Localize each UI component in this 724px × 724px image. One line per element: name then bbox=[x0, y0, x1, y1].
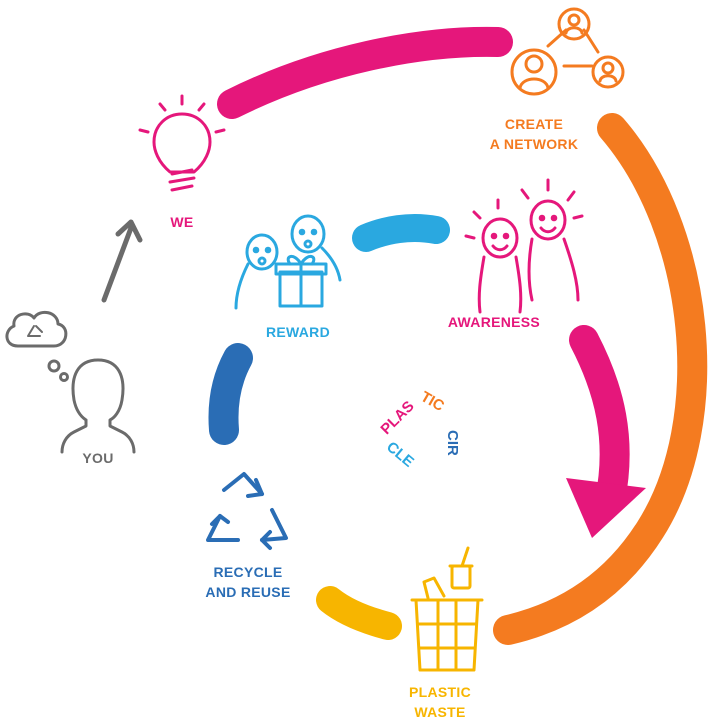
bright-faces-icon bbox=[464, 178, 584, 314]
label-create-network: CREATE A NETWORK bbox=[484, 114, 584, 154]
plastic-circle-logo: PLAS TIC CIR CLE bbox=[377, 388, 461, 471]
you-to-we-arrow bbox=[101, 225, 134, 303]
waste-bin-icon bbox=[410, 546, 484, 672]
label-create-network-line1: CREATE bbox=[504, 116, 564, 132]
label-recycle-line1: RECYCLE bbox=[213, 564, 283, 580]
recycle-arrows-icon bbox=[206, 472, 288, 550]
arc-orange-right bbox=[493, 113, 708, 645]
label-waste-line2: WASTE bbox=[414, 704, 466, 720]
you-to-we-arrowhead bbox=[115, 219, 143, 243]
logo-syllable-cle: CLE bbox=[383, 438, 417, 470]
arc-cyan bbox=[352, 214, 450, 252]
label-we: WE bbox=[170, 214, 194, 230]
logo-syllable-plas: PLAS bbox=[377, 398, 417, 438]
arc-yellow bbox=[316, 586, 402, 640]
label-awareness: AWARENESS bbox=[447, 314, 541, 330]
label-recycle-line2: AND REUSE bbox=[205, 584, 291, 600]
arc-blue bbox=[208, 343, 253, 445]
network-people-icon bbox=[510, 7, 625, 96]
arc-magenta-arrow bbox=[569, 325, 630, 515]
gift-faces-icon bbox=[234, 214, 342, 310]
label-create-network-line2: A NETWORK bbox=[489, 136, 579, 152]
label-waste-line1: PLASTIC bbox=[409, 684, 471, 700]
logo-syllable-tic: TIC bbox=[418, 388, 448, 415]
label-you: YOU bbox=[82, 450, 114, 466]
label-reward: REWARD bbox=[265, 324, 331, 340]
label-plastic-waste: PLASTIC WASTE bbox=[402, 682, 478, 722]
arc-magenta-top bbox=[217, 26, 513, 119]
logo-syllable-cir: CIR bbox=[444, 430, 461, 456]
magenta-arrowhead bbox=[566, 478, 646, 538]
lightbulb-icon bbox=[138, 94, 226, 192]
label-recycle-reuse: RECYCLE AND REUSE bbox=[196, 562, 300, 602]
person-thought-recycle-icon bbox=[5, 310, 136, 454]
